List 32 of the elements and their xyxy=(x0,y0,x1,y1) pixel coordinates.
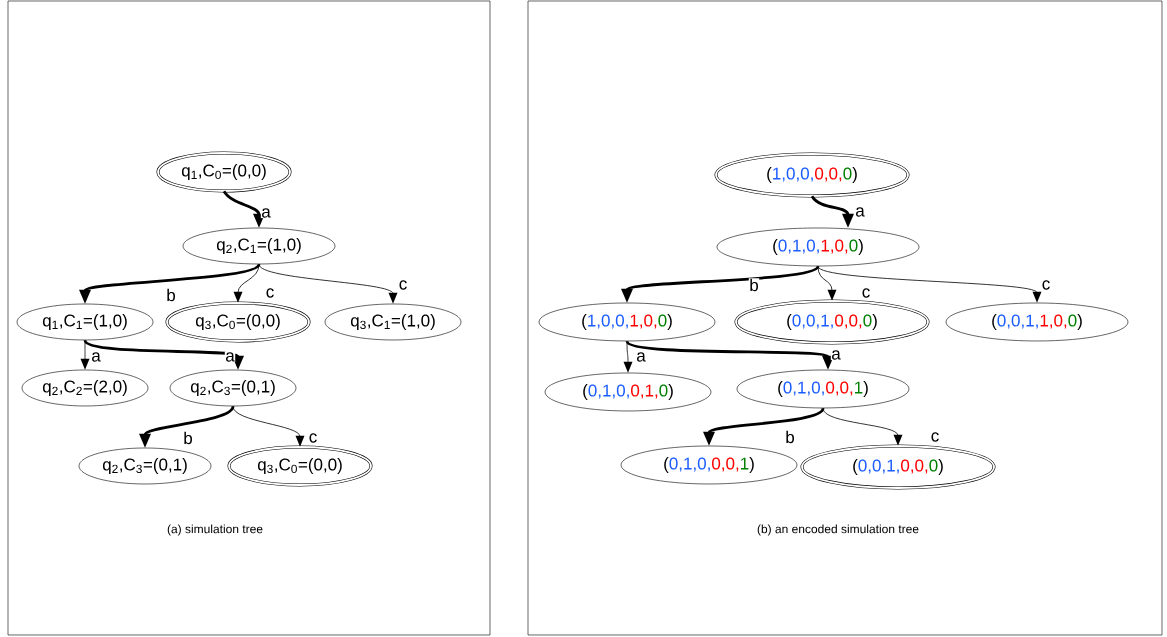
edge-label: a xyxy=(90,351,102,363)
arrow xyxy=(139,405,235,448)
arrow xyxy=(83,339,244,370)
arrow xyxy=(810,195,854,228)
edge-label: a xyxy=(830,349,842,361)
arrow xyxy=(233,263,260,303)
edge-label: c xyxy=(308,432,318,444)
arrow xyxy=(623,340,633,373)
edge-label: a xyxy=(854,206,866,218)
edge-label: c xyxy=(861,287,871,299)
arrow xyxy=(222,190,265,228)
arrow xyxy=(258,263,398,304)
edge-label: c xyxy=(1041,279,1051,291)
edge-label: c xyxy=(930,431,940,443)
edge-label: b xyxy=(182,431,194,445)
arrow xyxy=(703,407,825,446)
edge-label: b xyxy=(165,288,177,302)
arrow xyxy=(817,265,837,301)
edge-label: c xyxy=(398,279,408,291)
edge-label: a xyxy=(260,207,272,219)
edge-label: a xyxy=(224,351,236,363)
arrow xyxy=(626,340,834,370)
edge-label: a xyxy=(635,351,647,363)
arrow xyxy=(817,265,1042,303)
edge-label: c xyxy=(265,287,275,299)
arrow xyxy=(80,339,90,370)
edge-label: b xyxy=(748,278,760,292)
arrow xyxy=(822,407,903,446)
arrow xyxy=(232,405,305,447)
edge-label: b xyxy=(784,430,796,444)
arrow xyxy=(79,263,261,304)
arrow xyxy=(621,265,819,303)
